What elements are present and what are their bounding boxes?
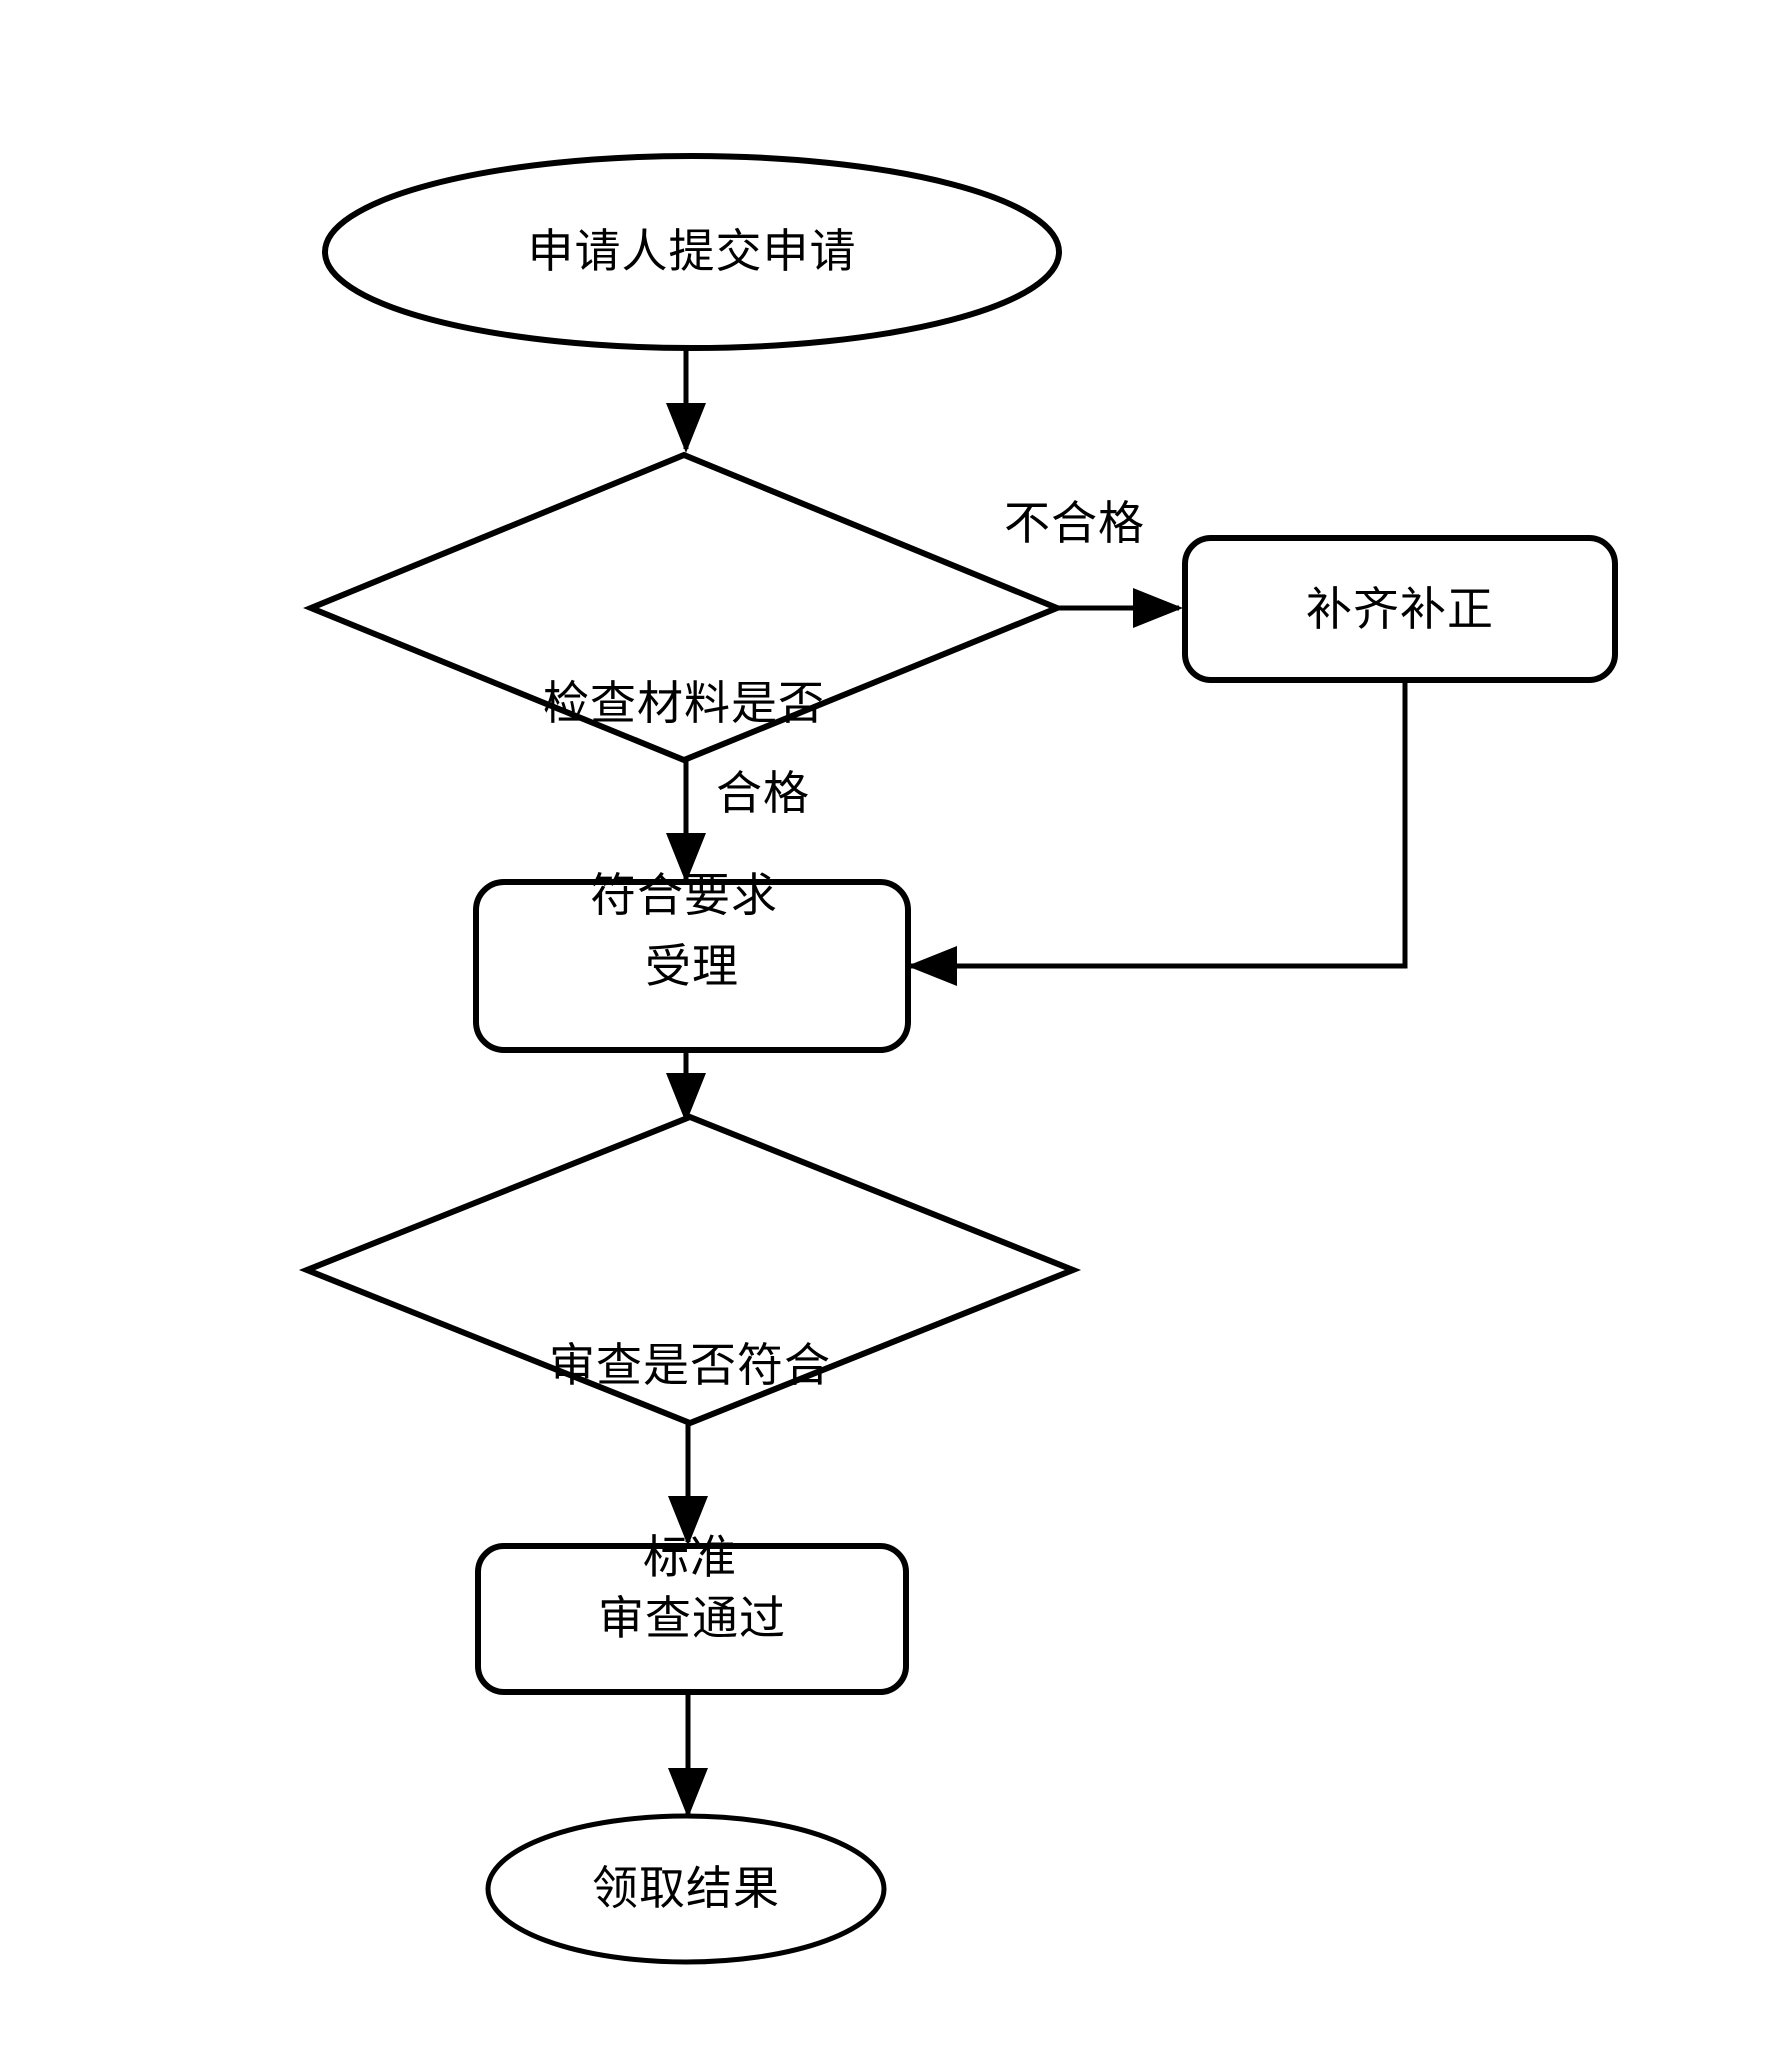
node-shape-submit[interactable] — [322, 153, 1062, 351]
edge-label-fail: 不合格 — [1004, 498, 1145, 549]
node-shape-review-standard[interactable] — [298, 1113, 1082, 1427]
edge-supplement-to-accept — [906, 680, 1408, 986]
node-shape-supplement[interactable] — [1182, 535, 1618, 683]
node-shape-review-passed[interactable] — [475, 1543, 909, 1695]
node-shape-check-materials[interactable] — [303, 451, 1065, 764]
node-shape-accept[interactable] — [473, 879, 911, 1053]
edge-label-pass: 合格 — [716, 768, 810, 819]
node-shape-collect-result[interactable] — [485, 1813, 887, 1965]
